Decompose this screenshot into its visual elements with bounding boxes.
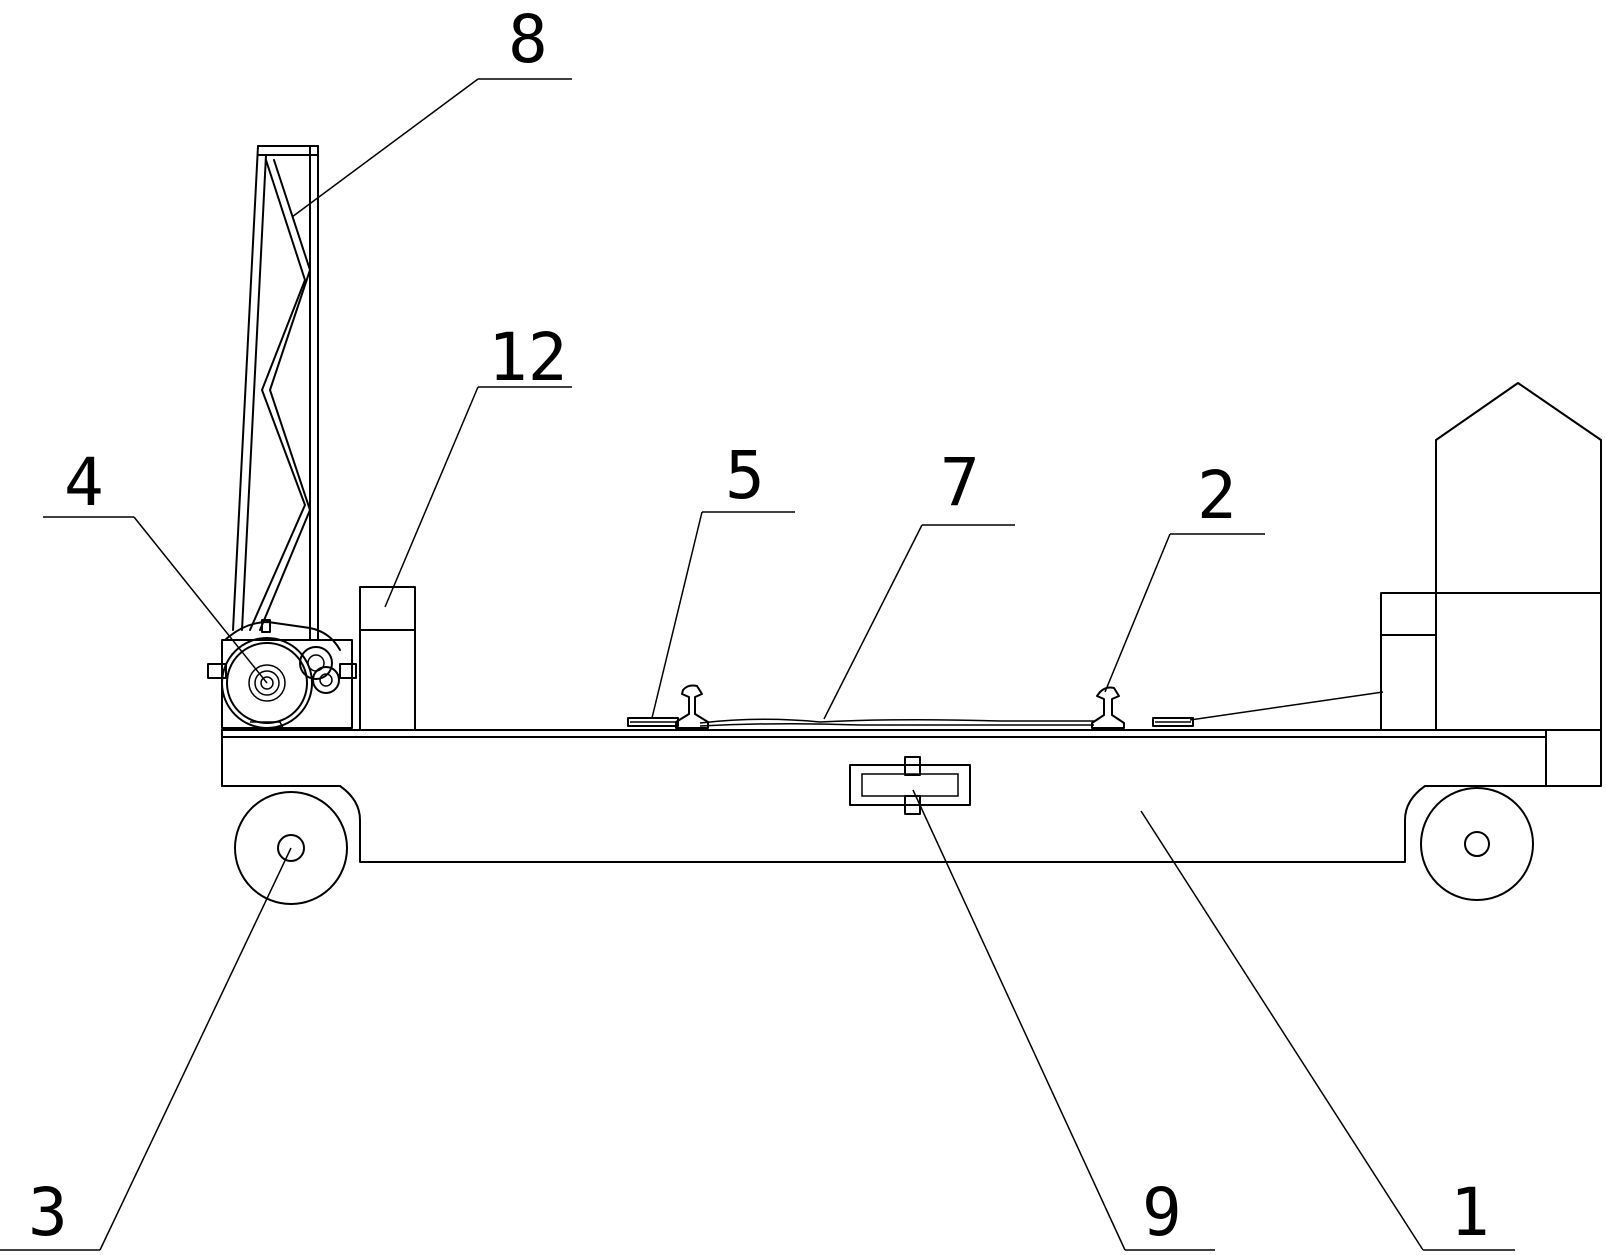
label-8: 8 xyxy=(508,1,548,78)
label-2: 2 xyxy=(1197,457,1237,534)
rail-left xyxy=(675,684,709,729)
label-3: 3 xyxy=(28,1174,68,1251)
label-4: 4 xyxy=(64,444,104,521)
label-9: 9 xyxy=(1142,1174,1182,1251)
label-5: 5 xyxy=(725,437,765,514)
leader-lines xyxy=(0,78,1515,1251)
cable xyxy=(699,691,1384,727)
slot-coupling xyxy=(849,756,971,815)
label-7: 7 xyxy=(940,444,980,521)
clamp-5 xyxy=(627,717,679,727)
label-12: 12 xyxy=(488,319,567,396)
left-wheel xyxy=(234,791,348,905)
label-1: 1 xyxy=(1450,1174,1490,1251)
cabin xyxy=(1380,382,1602,731)
right-wheel xyxy=(1420,787,1534,901)
winch-drum xyxy=(207,619,357,729)
clamp-right xyxy=(1152,717,1194,727)
vehicle-frame xyxy=(221,729,1602,863)
rail-right xyxy=(1091,686,1125,729)
control-box xyxy=(359,586,416,731)
lattice-mast xyxy=(232,145,319,641)
